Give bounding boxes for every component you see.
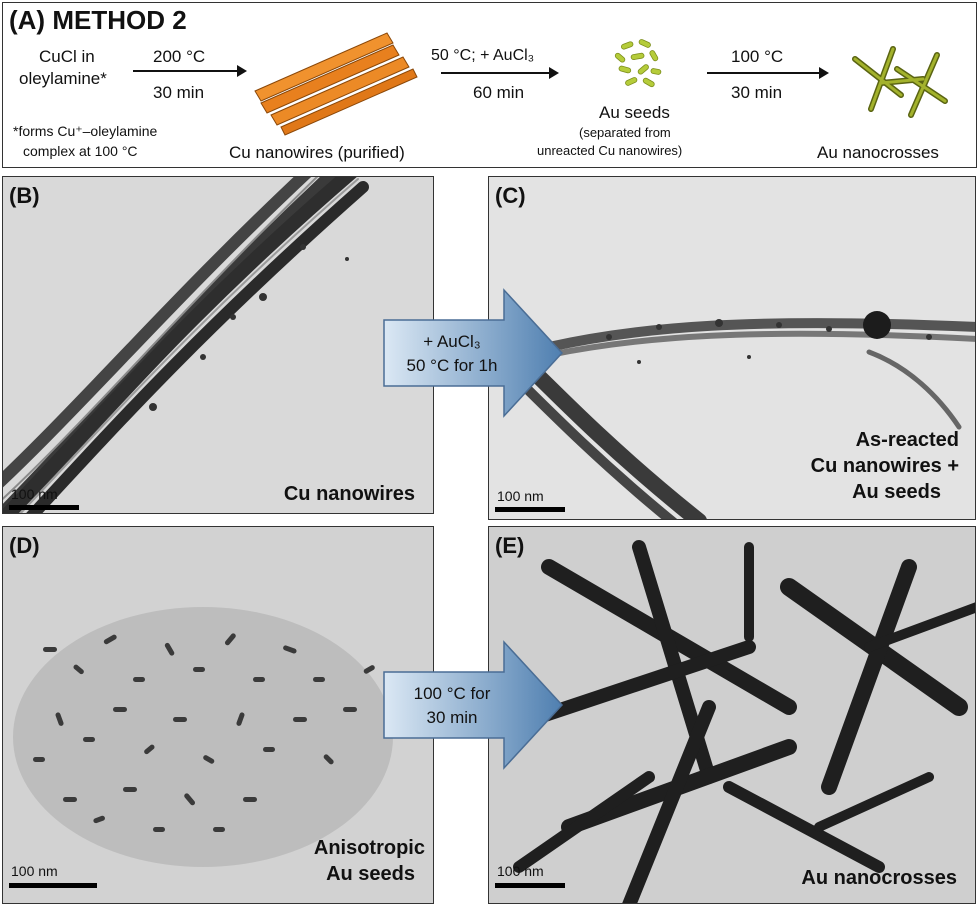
anisotropic-seeds-micrograph bbox=[3, 527, 433, 903]
reaction-arrow-bottom bbox=[383, 640, 564, 770]
reaction-arrow-bottom-line1: 100 °C for bbox=[413, 684, 491, 703]
au-seeds-illustration bbox=[614, 39, 662, 88]
panel-d-label: (D) bbox=[9, 533, 40, 558]
footnote-line2: complex at 100 °C bbox=[23, 143, 138, 159]
panel-c-scale-bar bbox=[495, 507, 565, 512]
product2-note-line2: unreacted Cu nanowires) bbox=[537, 143, 683, 158]
cu-nanowires-micrograph bbox=[3, 177, 433, 513]
panel-b-scale-text: 100 nm bbox=[11, 486, 58, 502]
step3-arrow bbox=[707, 67, 829, 79]
panel-e-caption: Au nanocrosses bbox=[801, 867, 957, 889]
panel-c-caption-line3: Au seeds bbox=[852, 481, 941, 503]
panel-d-scale-bar bbox=[9, 883, 97, 888]
panel-e-scale-bar bbox=[495, 883, 565, 888]
cu-nanowires-illustration bbox=[254, 32, 418, 136]
step1-arrow bbox=[133, 65, 247, 77]
panel-e-label: (E) bbox=[495, 533, 525, 558]
panel-c-caption-line2: Cu nanowires + bbox=[810, 455, 959, 477]
step1-condition-top: 200 °C bbox=[153, 47, 206, 66]
start-reagent-line1: CuCl in bbox=[39, 47, 95, 66]
tem-panel-d: (D) Anisotropic Au seeds 100 nm bbox=[2, 526, 434, 904]
scheme-title: (A) METHOD 2 bbox=[9, 5, 187, 35]
reaction-arrow-top-line1: + AuCl₃ bbox=[423, 332, 481, 351]
au-nanocrosses-micrograph bbox=[489, 527, 975, 903]
product1-label: Cu nanowires (purified) bbox=[229, 143, 405, 162]
tem-panel-b: (B) Cu nanowires 100 nm bbox=[2, 176, 434, 514]
panel-b-label: (B) bbox=[9, 183, 40, 208]
step2-condition-bottom: 60 min bbox=[473, 83, 525, 102]
step3-condition-top: 100 °C bbox=[731, 47, 784, 66]
reaction-arrow-top-line2: 50 °C for 1h bbox=[406, 356, 498, 375]
product3-label: Au nanocrosses bbox=[817, 143, 939, 162]
panel-b-caption: Cu nanowires bbox=[283, 483, 415, 505]
footnote-line1: *forms Cu⁺–oleylamine bbox=[13, 123, 158, 139]
step3-condition-bottom: 30 min bbox=[731, 83, 783, 102]
panel-e-scale-text: 100 nm bbox=[497, 863, 544, 879]
panel-b-scale-bar bbox=[9, 505, 79, 510]
panel-d-scale-text: 100 nm bbox=[11, 863, 58, 879]
panel-d-caption-line2: Au seeds bbox=[326, 863, 415, 885]
panel-c-scale-text: 100 nm bbox=[497, 488, 544, 504]
product2-label: Au seeds bbox=[599, 103, 670, 122]
panel-d-caption-line1: Anisotropic bbox=[313, 837, 425, 859]
product2-note-line1: (separated from bbox=[579, 125, 671, 140]
au-nanocrosses-illustration bbox=[852, 46, 948, 118]
reaction-arrow-top bbox=[383, 288, 564, 418]
step2-condition-top: 50 °C; + AuCl₃ bbox=[431, 47, 535, 64]
reaction-arrow-bottom-line2: 30 min bbox=[426, 708, 478, 727]
step1-condition-bottom: 30 min bbox=[153, 83, 205, 102]
step2-arrow bbox=[441, 67, 559, 79]
panel-c-label: (C) bbox=[495, 183, 526, 208]
method-scheme-panel: (A) METHOD 2 CuCl in oleylamine* *forms … bbox=[2, 2, 977, 168]
tem-panel-e: (E) Au nanocrosses 100 nm bbox=[488, 526, 976, 904]
start-reagent-line2: oleylamine* bbox=[19, 69, 107, 88]
panel-c-caption-line1: As-reacted bbox=[855, 429, 959, 451]
